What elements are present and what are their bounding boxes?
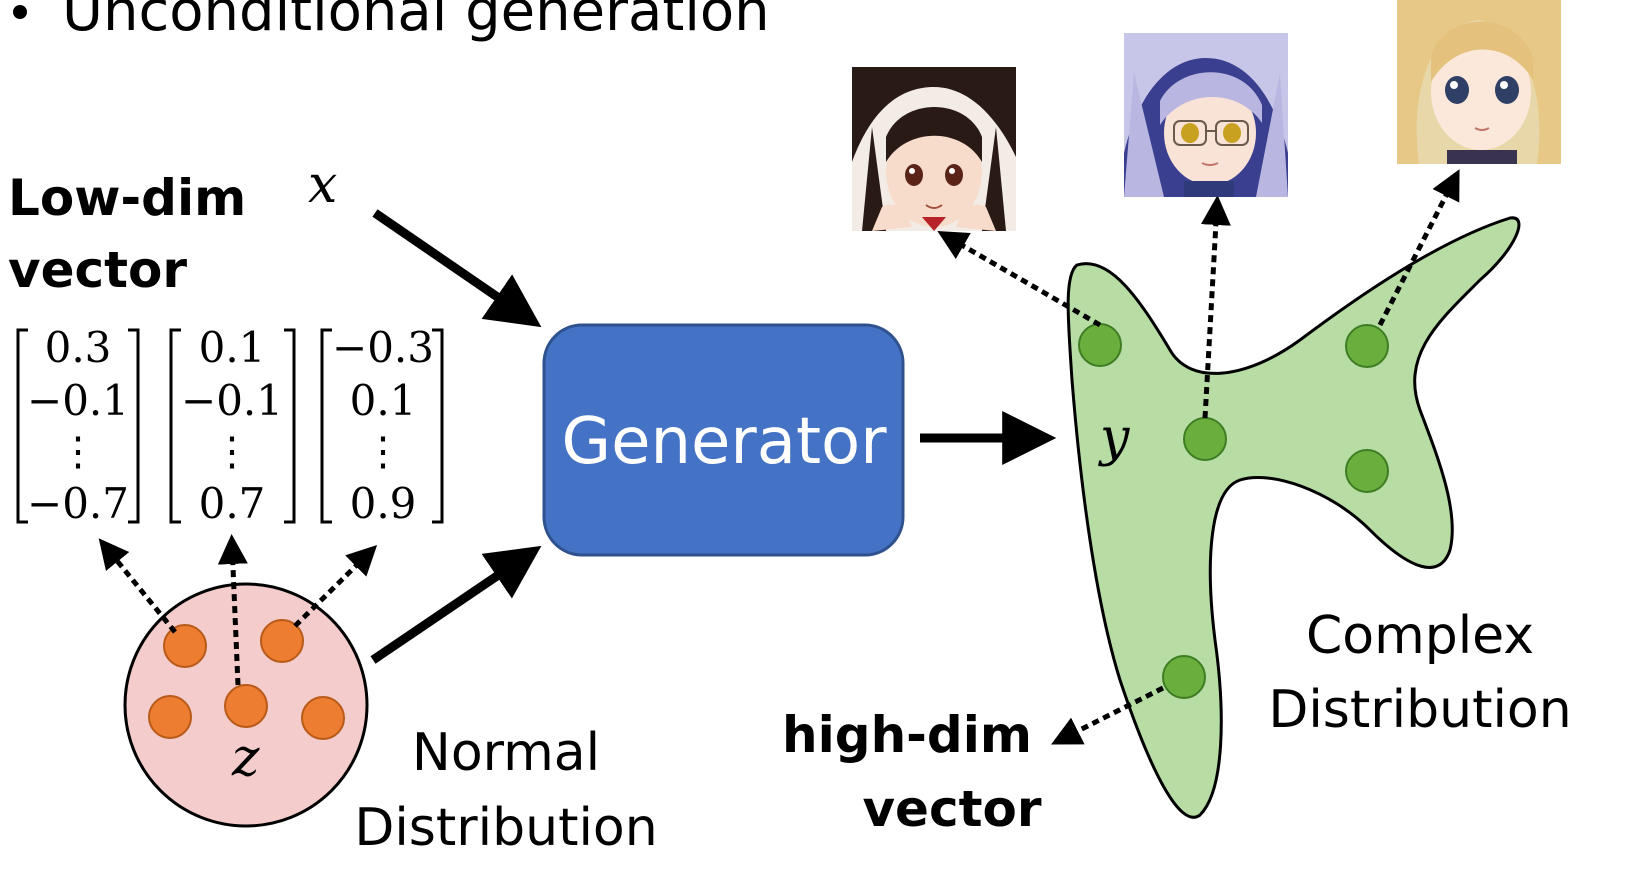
high-dim-label-line1: high-dim — [782, 706, 1032, 764]
point-to-image-arrow-1 — [937, 230, 1102, 328]
complex-sample-point — [1078, 323, 1122, 367]
normal-sample-point — [301, 696, 345, 740]
vector-matrix-3: −0.3 0.1 ⋮ 0.9 — [320, 323, 444, 528]
point-to-image-arrow-3 — [1377, 169, 1460, 327]
vector-1-value-2: −0.1 — [27, 376, 129, 425]
vector-2-value-1: 0.1 — [199, 323, 266, 372]
vector-2-ellipsis: ⋮ — [212, 429, 252, 475]
sample-to-vector-arrow-3 — [293, 544, 378, 628]
z-to-generator-arrow — [370, 545, 542, 664]
anime-face-image-2 — [1124, 33, 1288, 197]
normal-sample-point — [163, 624, 207, 668]
normal-sample-point — [260, 619, 304, 663]
normal-distribution-label-line1: Normal — [412, 723, 600, 783]
complex-sample-point — [1162, 655, 1206, 699]
low-dim-label-line1: Low-dim — [8, 169, 246, 227]
vector-1-value-3: −0.7 — [27, 479, 129, 528]
vector-3-value-1: −0.3 — [332, 323, 434, 372]
title-bullet — [13, 5, 27, 19]
vector-3-ellipsis: ⋮ — [363, 429, 403, 475]
page-title: Unconditional generation — [62, 0, 770, 44]
normal-sample-point — [148, 695, 192, 739]
high-dim-label-line2: vector — [862, 780, 1041, 838]
anime-face-image-3 — [1397, 0, 1561, 164]
vector-1-ellipsis: ⋮ — [58, 429, 98, 475]
y-variable: y — [1098, 408, 1130, 468]
complex-sample-point — [1183, 417, 1227, 461]
vector-2-value-2: −0.1 — [181, 376, 283, 425]
normal-distribution-label-line2: Distribution — [354, 798, 657, 858]
complex-distribution-label-line2: Distribution — [1268, 680, 1571, 740]
generator-box: Generator — [542, 323, 905, 557]
normal-distribution — [123, 582, 369, 828]
vector-3-value-2: 0.1 — [350, 376, 417, 425]
z-variable: z — [231, 728, 260, 788]
complex-sample-point — [1345, 449, 1389, 493]
x-variable: x — [308, 155, 337, 215]
x-to-generator-arrow — [372, 209, 542, 328]
low-dim-label-line2: vector — [8, 241, 187, 299]
vector-2-value-3: 0.7 — [199, 479, 266, 528]
vector-3-value-3: 0.9 — [350, 479, 417, 528]
point-to-vector-label-arrow — [1051, 685, 1165, 745]
vector-matrix-1: 0.3 −0.1 ⋮ −0.7 — [16, 323, 140, 528]
generator-label: Generator — [562, 405, 888, 479]
anime-face-image-1 — [852, 67, 1016, 231]
vector-1-value-1: 0.3 — [45, 323, 112, 372]
sample-to-vector-arrow-1 — [98, 538, 177, 634]
normal-sample-point — [224, 684, 268, 728]
complex-sample-point — [1345, 324, 1389, 368]
complex-distribution-label-line1: Complex — [1306, 606, 1534, 666]
generator-block — [542, 323, 905, 557]
vector-matrix-2: 0.1 −0.1 ⋮ 0.7 — [169, 323, 296, 528]
